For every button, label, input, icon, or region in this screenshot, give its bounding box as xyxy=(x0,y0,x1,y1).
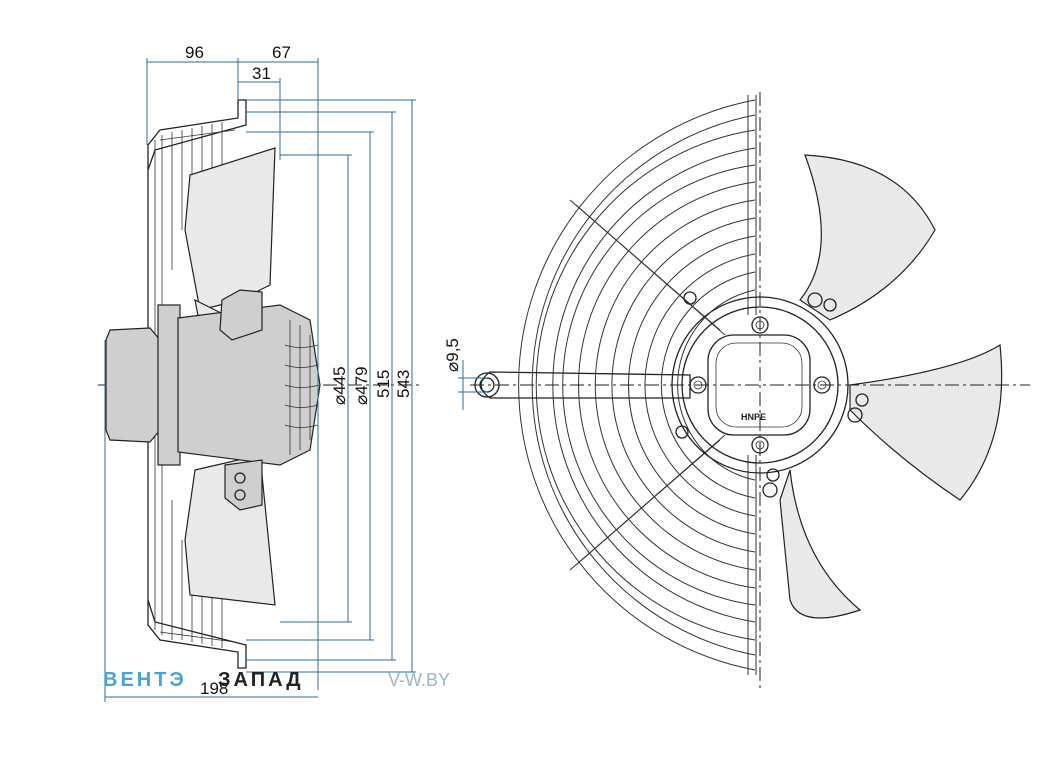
front-guard-spokes xyxy=(569,95,757,675)
dim-9-5: ⌀9,5 xyxy=(443,338,462,372)
front-view: HNPE ⌀9,5 xyxy=(443,92,1030,690)
side-rotor-fins xyxy=(284,320,321,455)
dim-445: ⌀445 xyxy=(330,366,349,405)
dim-198: 198 xyxy=(200,679,228,698)
side-motor-flange xyxy=(157,304,181,466)
side-blade-clamp-top xyxy=(219,289,263,341)
side-blade-upper xyxy=(184,147,276,311)
side-motor-back xyxy=(105,327,161,443)
side-blade-clamp-bottom xyxy=(224,459,263,511)
side-clamp-bolt xyxy=(234,472,246,484)
watermark-part1: ВЕНТЭ xyxy=(103,669,187,691)
watermark: ВЕНТЭ ЗАПАД V-W.BY xyxy=(103,669,450,691)
side-guard-frame xyxy=(147,99,247,669)
side-motor-rotor xyxy=(177,304,321,466)
watermark-part2: ЗАПАД xyxy=(218,669,304,691)
dim-67: 67 xyxy=(272,43,291,62)
front-blade-top xyxy=(799,154,936,321)
watermark-site: V-W.BY xyxy=(388,670,450,690)
dim-31: 31 xyxy=(252,64,271,83)
dim-543: 543 xyxy=(394,370,413,398)
motor-label: HNPE xyxy=(741,412,766,422)
dim-479: ⌀479 xyxy=(352,366,371,405)
front-hub-bolts xyxy=(675,291,869,498)
side-guard-ribs xyxy=(154,122,236,648)
dim-515: 515 xyxy=(374,370,393,398)
front-blade-right xyxy=(849,343,1003,501)
dim-96: 96 xyxy=(185,43,204,62)
side-clamp-bolt-2 xyxy=(234,489,246,501)
front-blade-bottom xyxy=(779,469,862,619)
side-view: 96 67 31 198 ⌀445 ⌀479 515 543 xyxy=(98,43,420,702)
